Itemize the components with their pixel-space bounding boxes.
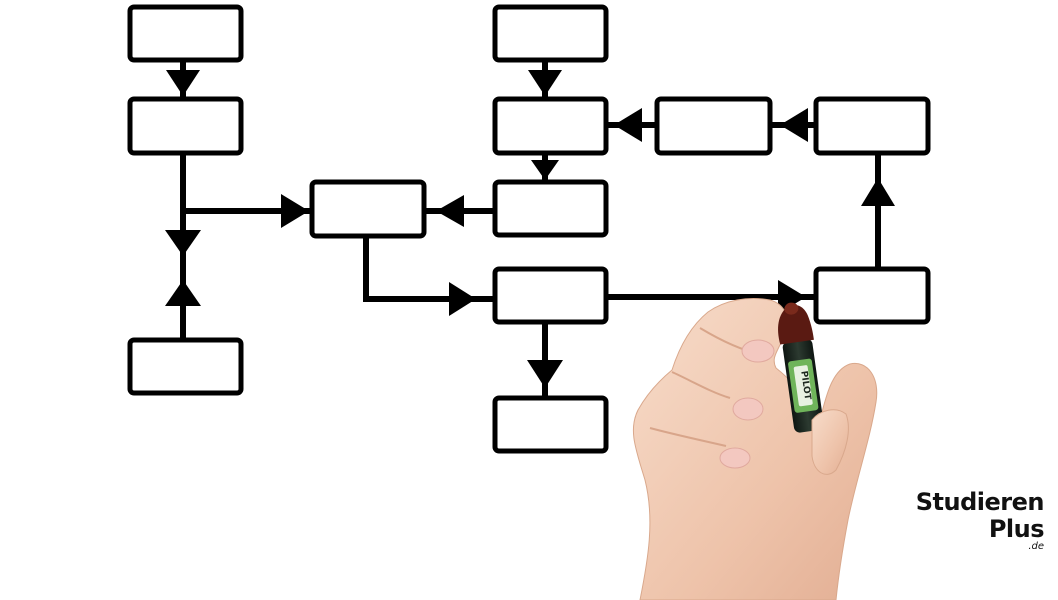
marker-pen: PILOT xyxy=(778,302,824,433)
box-b5 xyxy=(492,395,609,454)
box-b1 xyxy=(492,4,609,63)
arrow-down-a1 xyxy=(166,70,200,96)
arrow-down-b2 xyxy=(531,160,559,180)
finger-crease-1 xyxy=(671,371,731,399)
fingernail-1 xyxy=(741,339,775,363)
arrow-down-a2 xyxy=(165,230,201,256)
box-b4 xyxy=(492,266,609,325)
finger-crease-2 xyxy=(649,427,727,447)
arrow-up-d xyxy=(861,178,895,206)
arrow-right-d xyxy=(778,280,806,314)
box-a1 xyxy=(127,4,244,63)
arrow-right-c xyxy=(281,194,309,228)
box-e xyxy=(813,96,931,156)
box-b2 xyxy=(492,96,609,156)
studieren-plus-logo: Studieren Plus .de xyxy=(915,488,1045,552)
arrow-down-b5 xyxy=(527,360,563,388)
logo-line-3: .de xyxy=(1028,541,1044,552)
arrow-right-b4 xyxy=(449,282,476,316)
arrow-left-c xyxy=(436,195,464,227)
thumb xyxy=(811,409,849,475)
logo-line-1: Studieren xyxy=(915,488,1045,516)
box-d xyxy=(813,266,931,325)
marker-label-inner xyxy=(793,365,813,407)
arrowheads xyxy=(165,70,895,388)
box-a2 xyxy=(127,96,244,156)
connector-c-b4 xyxy=(363,233,497,302)
marker-tip xyxy=(778,305,814,345)
boxes xyxy=(127,4,931,454)
arrow-down-b1 xyxy=(528,70,562,96)
arrow-up-a3 xyxy=(165,280,201,306)
box-c xyxy=(309,179,427,239)
hand-illustration: PILOT xyxy=(632,298,878,600)
box-f xyxy=(654,96,773,156)
marker-nib xyxy=(784,302,799,315)
box-b3 xyxy=(492,179,609,238)
fingernail-3 xyxy=(719,447,751,469)
fingernail-2 xyxy=(732,397,764,421)
arrow-left-b2 xyxy=(614,108,642,142)
box-a3 xyxy=(127,337,244,396)
marker-brand-label: PILOT xyxy=(798,370,812,401)
arrow-left-f xyxy=(780,108,808,142)
logo-line-2: Plus xyxy=(988,515,1045,543)
